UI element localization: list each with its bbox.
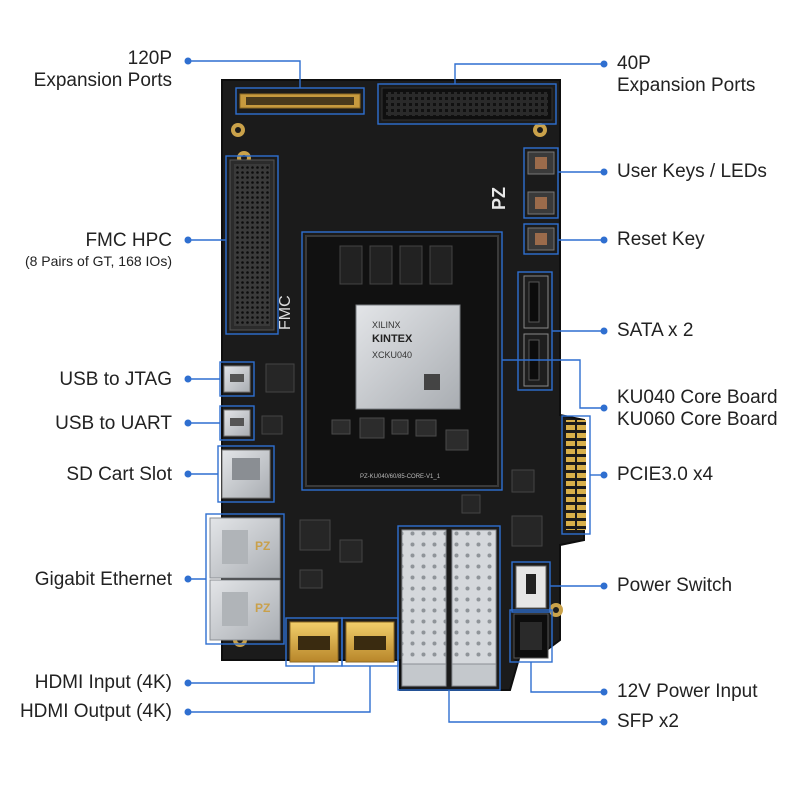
label-hdmi-output: HDMI Output (4K) — [19, 701, 172, 722]
callout-lines — [188, 60, 604, 723]
core-silkscreen: PZ-KU040/60/85-CORE-V1_1 — [360, 474, 441, 480]
label-hdmi-input: HDMI Input (4K) — [34, 672, 172, 693]
label-pcie: PCIE3.0 x4 — [617, 464, 714, 485]
svg-text:XILINX: XILINX — [372, 320, 401, 330]
pcie-edge-fingers — [566, 420, 586, 530]
svg-text:PZ: PZ — [255, 539, 270, 553]
label-user-keys-leds: User Keys / LEDs — [617, 161, 767, 182]
svg-text:PZ: PZ — [255, 601, 270, 615]
label-fmc-hpc: FMC HPC (8 Pairs of GT, 168 IOs) — [24, 230, 172, 269]
label-usb-jtag: USB to JTAG — [59, 369, 172, 390]
label-sfp: SFP x2 — [617, 711, 679, 732]
label-usb-uart: USB to UART — [55, 413, 172, 434]
label-12v-power-input: 12V Power Input — [617, 681, 758, 702]
svg-text:KINTEX: KINTEX — [372, 333, 413, 345]
brand-silkscreen: PZ — [489, 187, 509, 210]
label-core-board: KU040 Core Board KU060 Core Board — [617, 387, 778, 430]
svg-text:XCKU040: XCKU040 — [372, 350, 412, 360]
fpga-chip — [355, 304, 461, 410]
label-40p-expansion: 40P Expansion Ports — [617, 53, 756, 96]
fmc-silkscreen: FMC — [277, 295, 294, 330]
ethernet-ports: PZ PZ — [209, 517, 281, 641]
callout-dots — [184, 57, 608, 726]
label-gigabit-ethernet: Gigabit Ethernet — [34, 569, 172, 590]
label-sata: SATA x 2 — [617, 320, 694, 341]
label-reset-key: Reset Key — [617, 229, 705, 250]
label-sd-slot: SD Cart Slot — [66, 464, 172, 485]
ddr-memory-chips — [339, 245, 453, 285]
label-power-switch: Power Switch — [617, 575, 733, 596]
user-keys — [527, 151, 555, 215]
sfp-cages — [401, 529, 497, 687]
label-120p-expansion: 120P Expansion Ports — [33, 48, 172, 91]
